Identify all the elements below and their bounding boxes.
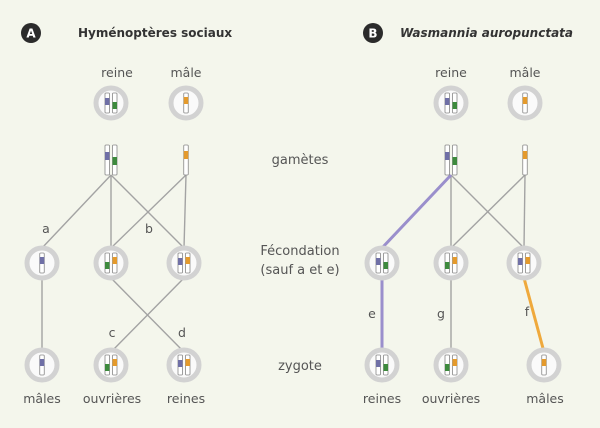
label-c: c [109,325,116,340]
panel-b: B Wasmannia auropunctata reine mâle e g … [363,23,573,406]
panel-a-queen-gamete [104,144,118,176]
panel-b-purple-line-upper [380,173,453,250]
panel-b-title: Wasmannia auropunctata [400,26,573,40]
gametes-label: gamètes [272,153,329,168]
panel-b-badge: B [363,23,383,43]
panel-b-zygote-queen-cell [364,347,400,383]
panel-b-queen-cell [433,85,469,121]
panel-a-badge-letter: A [26,27,36,41]
panel-b-queens-label: reines [363,391,401,406]
panel-b-zygote-male-cell [526,347,562,383]
panel-b-workers-label: ouvrières [422,391,480,406]
label-f: f [525,304,530,319]
fecondation-note: (sauf a et e) [260,263,339,278]
panel-b-orange-line [522,277,546,353]
panel-b-badge-letter: B [368,27,377,41]
label-e: e [368,306,376,321]
panel-a: A Hyménoptères sociaux reine mâle a b c … [21,23,232,406]
panel-b-males-label: mâles [526,391,564,406]
label-g: g [437,306,445,321]
panel-a-fert-queen-cell [166,245,202,281]
panel-b-queen-label: reine [435,65,467,80]
panel-b-lines [450,174,526,352]
panel-b-fert-worker-cell [433,245,469,281]
label-d: d [178,325,186,340]
panel-a-males-label: mâles [23,391,61,406]
panel-a-male-gamete [183,144,189,176]
panel-b-fert-queen-cell [364,245,400,281]
panel-b-queen-gamete [444,144,458,176]
panel-a-lines [41,174,187,353]
label-b: b [145,221,153,236]
panel-a-title: Hyménoptères sociaux [78,26,232,40]
stage-labels: gamètes Fécondation (sauf a et e) zygote [260,153,339,374]
panel-b-male-gamete [522,144,528,176]
panel-a-badge: A [21,23,41,43]
panel-a-queens-label: reines [167,391,205,406]
fecondation-label: Fécondation [260,244,339,259]
panel-a-zygote-worker-cell [93,347,129,383]
panel-a-workers-label: ouvrières [83,391,141,406]
panel-b-zygote-worker-cell [433,347,469,383]
panel-a-zygote-male-cell [24,347,60,383]
panel-a-male-label: mâle [171,65,202,80]
panel-a-fert-male-cell [24,245,60,281]
panel-b-male-cell [507,85,543,121]
panel-a-zygote-queen-cell [166,347,202,383]
panel-a-queen-label: reine [101,65,133,80]
panel-b-male-label: mâle [510,65,541,80]
label-a: a [42,221,50,236]
panel-a-male-cell [168,85,204,121]
zygote-label: zygote [278,359,322,374]
panel-a-queen-cell [93,85,129,121]
panel-a-fert-worker-cell [93,245,129,281]
panel-b-fert-male-cell [506,245,542,281]
